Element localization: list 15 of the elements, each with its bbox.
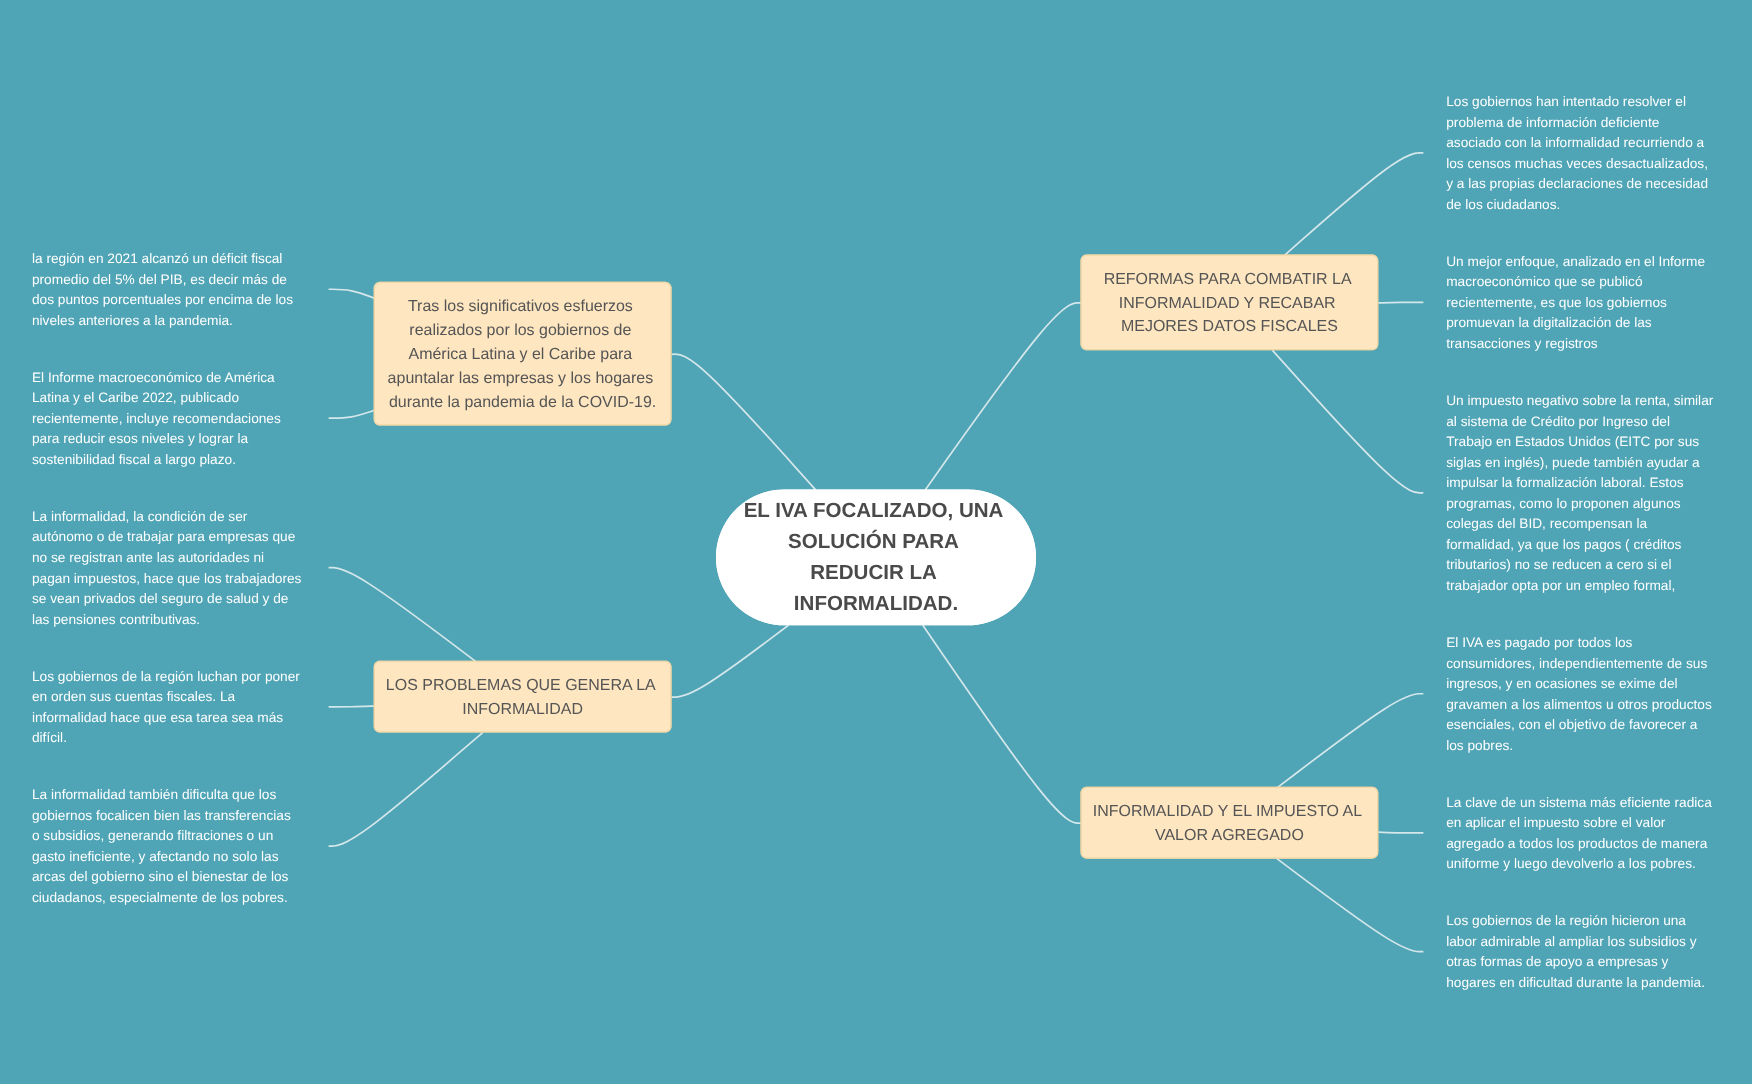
connector [327,288,376,300]
connector [670,624,790,699]
connector [1377,831,1425,834]
connector [327,566,478,663]
connector [1276,692,1425,789]
connector [670,353,818,492]
connector [921,624,1083,825]
connector [1377,301,1425,304]
connector [327,731,484,847]
connector [1271,349,1425,494]
connector [327,705,376,708]
connector [1283,152,1425,257]
connector [327,409,376,420]
connector [923,302,1083,492]
connector [1276,857,1425,953]
